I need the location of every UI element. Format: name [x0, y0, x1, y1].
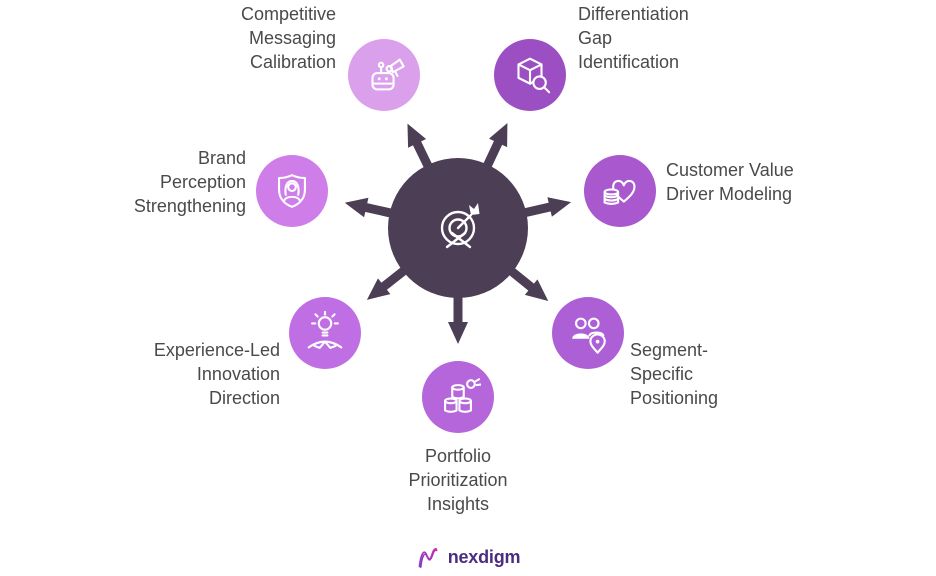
robot-megaphone-icon [371, 58, 405, 91]
label-competitive-messaging-calibration: Competitive Messaging Calibration [240, 4, 336, 72]
label-differentiation-gap-identification: Differentiation Gap Identification [578, 4, 689, 72]
node-competitive-messaging-calibration [348, 39, 420, 111]
label-customer-value-driver-modeling: Customer Value Driver Modeling [666, 160, 794, 204]
coins-stack-icon [444, 378, 481, 413]
label-portfolio-prioritization-insights: Portfolio Prioritization Insights [408, 446, 508, 514]
node-differentiation-gap-identification [494, 39, 566, 111]
label-experience-led-innovation-direction: Experience-Led Innovation Direction [153, 340, 280, 408]
label-segment-specific-positioning: Segment- Specific Positioning [630, 340, 719, 408]
cube-magnifier-icon [517, 57, 551, 94]
node-experience-led-innovation-direction [289, 297, 361, 369]
node-customer-value-driver-modeling [584, 155, 656, 227]
coins-heart-icon [603, 179, 636, 205]
nexdigm-logo-text: nexdigm [447, 547, 521, 567]
target-dart-icon [440, 203, 480, 249]
nexdigm-logo-mark-icon [418, 548, 438, 568]
lightbulb-hands-icon [307, 310, 343, 349]
nexdigm-logo: nexdigm [0, 545, 936, 570]
hub-and-arrows [344, 122, 572, 344]
label-brand-perception-strengthening: Brand Perception Strengthening [133, 148, 246, 216]
people-pin-icon [572, 317, 606, 354]
shield-person-icon [278, 174, 306, 208]
node-portfolio-prioritization-insights [422, 361, 494, 433]
node-brand-perception-strengthening [256, 155, 328, 227]
node-segment-specific-positioning [552, 297, 624, 369]
